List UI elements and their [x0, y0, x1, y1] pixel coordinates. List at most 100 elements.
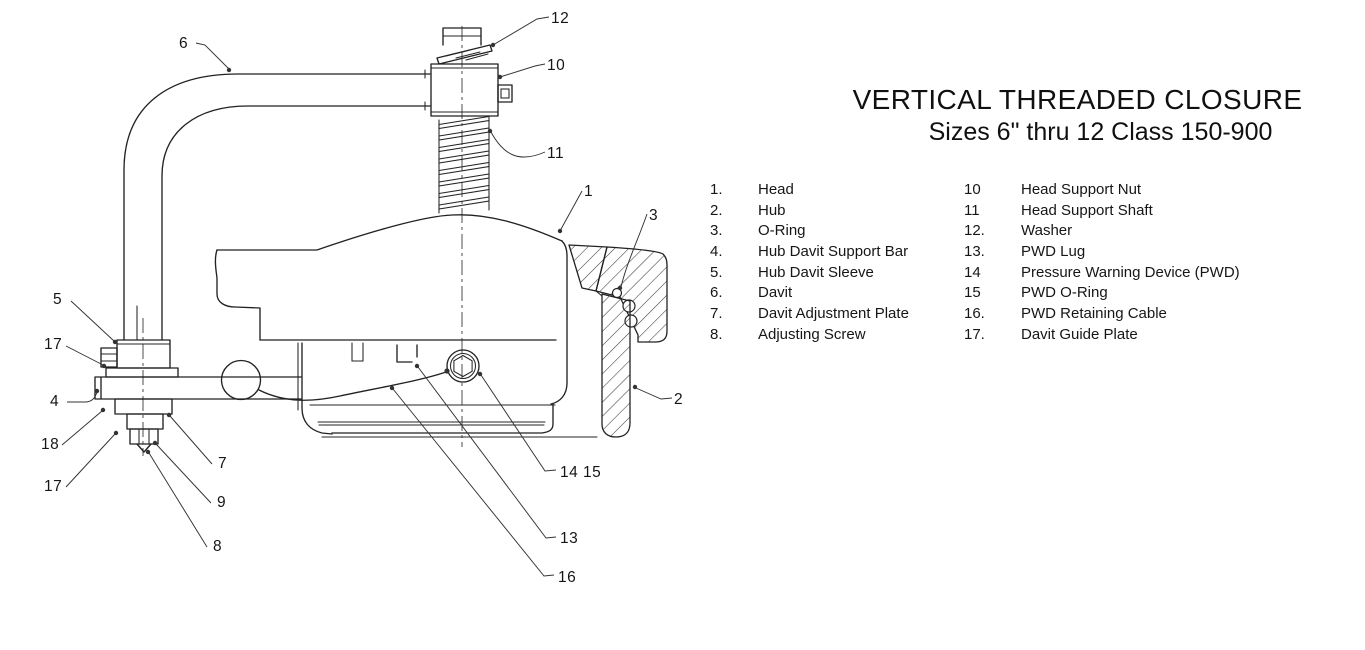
- part-name: Head Support Shaft: [1021, 201, 1153, 219]
- part-number: 4.: [710, 243, 723, 261]
- pwd-outer-ring: [446, 349, 480, 383]
- leader-lines: [61, 16, 673, 577]
- callout-7: 7: [218, 455, 228, 472]
- davit-adjustment-plate: [114, 398, 173, 415]
- parts-list-row-16: 16. PWD Retaining Cable: [964, 304, 1240, 325]
- cable-loop: [220, 359, 262, 401]
- drawing-subtitle: Sizes 6" thru 12 Class 150-900: [928, 118, 1273, 146]
- adjusting-screw-nut: [129, 428, 159, 445]
- callout-13: 13: [560, 530, 579, 547]
- callout-6: 6: [179, 35, 189, 52]
- part-name: PWD O-Ring: [1021, 284, 1108, 302]
- callout-12: 12: [551, 10, 570, 27]
- callout-17-upper: 17: [44, 336, 63, 353]
- part-number: 8.: [710, 325, 723, 343]
- part-name: PWD Lug: [1021, 243, 1086, 261]
- hub-davit-support-bar: [94, 376, 302, 400]
- parts-list-row-1: 1. Head: [710, 180, 909, 201]
- part-name: Davit: [758, 284, 793, 302]
- callout-17-lower: 17: [44, 478, 63, 495]
- callout-11: 11: [547, 145, 565, 162]
- cable-clip: [444, 368, 450, 374]
- callout-1: 1: [584, 183, 594, 200]
- part-number: 2.: [710, 201, 723, 219]
- callout-2: 2: [674, 391, 684, 408]
- parts-list-row-7: 7.Davit Adjustment Plate: [710, 304, 909, 325]
- part-number: 17.: [964, 325, 985, 343]
- parts-list-row-10: 10 Head Support Nut: [964, 180, 1240, 201]
- parts-list-row-11: 11 Head Support Shaft: [964, 201, 1240, 222]
- head-support-assembly: [430, 27, 513, 214]
- callout-5: 5: [53, 291, 63, 308]
- part-number: 14: [964, 263, 981, 281]
- parts-list-left: 1. Head 2. Hub 3. O-Ring 4. Hub Davit Suppor…: [710, 180, 909, 346]
- pwd-lug: [396, 344, 418, 363]
- parts-list-row-14: 14 Pressure Warning Device (PWD): [964, 263, 1240, 284]
- head-support-nut: [430, 63, 499, 117]
- davit-arm: [123, 69, 431, 341]
- callout-8: 8: [213, 538, 223, 555]
- parts-list-row-17: 17. Davit Guide Plate: [964, 325, 1240, 346]
- parts-list-row-6: 6. Davit: [710, 283, 909, 304]
- parts-list-row-8: 8. Adjusting Screw: [710, 325, 909, 346]
- adjusting-screw-tip: [136, 443, 152, 453]
- nut-side-knob: [497, 84, 513, 103]
- callout-18: 18: [41, 436, 60, 453]
- casting-tab: [351, 342, 364, 362]
- parts-list-row-4: 4. Hub Davit Support Bar: [710, 242, 909, 263]
- washer: [436, 44, 493, 65]
- part-number: 16.: [964, 305, 985, 323]
- part-name: Adjusting Screw: [758, 325, 866, 343]
- part-name: Head: [758, 181, 794, 198]
- part-number: 10: [964, 181, 981, 198]
- parts-list-row-5: 5. Hub Davit Sleeve: [710, 263, 909, 284]
- title-block: VERTICAL THREADED CLOSURE Sizes 6" thru …: [845, 84, 1310, 147]
- callout-4: 4: [50, 393, 60, 410]
- pwd-hex-head: [453, 354, 473, 378]
- centerlines: [142, 26, 463, 456]
- retaining-cable: [258, 371, 447, 401]
- hub-flange: [595, 246, 668, 343]
- part-name: Davit Guide Plate: [1021, 325, 1138, 343]
- part-number: 13.: [964, 243, 985, 261]
- callout-16: 16: [558, 569, 577, 586]
- o-ring: [611, 287, 623, 299]
- pwd-assembly: [220, 344, 480, 401]
- part-number: 5.: [710, 263, 723, 281]
- callout-9: 9: [217, 494, 227, 511]
- part-name: Pressure Warning Device (PWD): [1021, 263, 1240, 281]
- part-name: Head Support Nut: [1021, 181, 1142, 198]
- parts-list-row-12: 12.Washer: [964, 221, 1240, 242]
- part-number: 15: [964, 284, 981, 302]
- part-name: Hub Davit Support Bar: [758, 243, 909, 261]
- sleeve-lower-block: [126, 413, 164, 430]
- parts-list-row-15: 15 PWD O-Ring: [964, 283, 1240, 304]
- callout-10: 10: [547, 57, 566, 74]
- head: [214, 214, 598, 438]
- parts-list-row-13: 13. PWD Lug: [964, 242, 1240, 263]
- hub-section: [568, 244, 668, 438]
- part-name: PWD Retaining Cable: [1021, 305, 1167, 323]
- sleeve-bolt: [100, 347, 118, 368]
- part-number: 11: [964, 201, 980, 219]
- part-name: Washer: [1021, 222, 1073, 240]
- drawing-title: VERTICAL THREADED CLOSURE: [852, 84, 1303, 115]
- callout-14-15: 14 15: [560, 464, 602, 481]
- part-name: O-Ring: [758, 222, 806, 240]
- hub-wall: [601, 293, 631, 438]
- part-name: Hub Davit Sleeve: [758, 263, 874, 281]
- parts-list-row-3: 3. O-Ring: [710, 221, 909, 242]
- part-number: 3.: [710, 222, 723, 240]
- callout-3: 3: [649, 207, 659, 224]
- closure-cross-section-drawing: [61, 16, 673, 577]
- sleeve-assembly: [94, 339, 302, 453]
- parts-list-row-2: 2. Hub: [710, 201, 909, 222]
- part-number: 6.: [710, 284, 723, 302]
- davit-guide-plate-upper: [105, 367, 179, 378]
- threaded-shaft: [438, 115, 490, 214]
- head-skirt: [301, 342, 333, 435]
- part-number: 1.: [710, 181, 723, 198]
- part-name: Hub: [758, 201, 786, 219]
